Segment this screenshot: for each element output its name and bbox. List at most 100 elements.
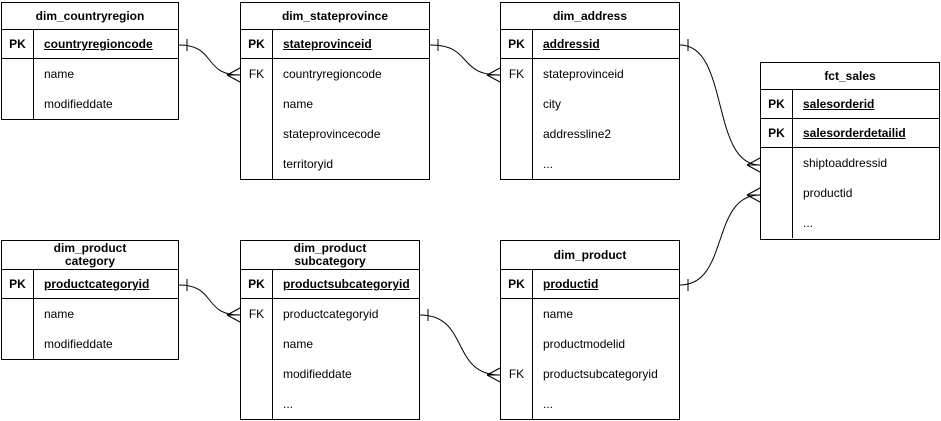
fk-badge: FK: [241, 299, 273, 329]
pk-row-salesorderdetailid[interactable]: PK salesorderdetailid: [761, 119, 939, 148]
pk-badge: PK: [761, 90, 793, 118]
key-cell: [2, 89, 34, 119]
field-row-stateprovincecode[interactable]: stateprovincecode: [241, 119, 429, 149]
key-cell: [241, 149, 273, 179]
table-title-line: subcategory: [294, 254, 366, 268]
table-title-line: fct_sales: [824, 68, 876, 83]
field-row-shiptoaddressid[interactable]: shiptoaddressid: [761, 148, 939, 178]
pk-row-productsubcategoryid[interactable]: PK productsubcategoryid: [241, 270, 419, 299]
field-name: modifieddate: [44, 97, 113, 111]
pk-row-stateprovinceid[interactable]: PK stateprovinceid: [241, 30, 429, 59]
field-row-city[interactable]: city: [501, 89, 679, 119]
field-row-territoryid[interactable]: territoryid: [241, 149, 429, 179]
fk-badge: FK: [501, 59, 533, 89]
field-row-addressline2[interactable]: addressline2: [501, 119, 679, 149]
pk-badge: PK: [501, 30, 533, 58]
field-row-[interactable]: ...: [241, 389, 419, 419]
field-row-productid[interactable]: productid: [761, 178, 939, 208]
relation-line[interactable]: [679, 44, 761, 166]
field-name: ...: [543, 157, 554, 171]
fk-badge: FK: [241, 59, 273, 89]
crows-foot-many-marker: [226, 67, 241, 83]
relation-line[interactable]: [178, 44, 241, 76]
pk-row-productcategoryid[interactable]: PK productcategoryid: [2, 270, 178, 299]
key-cell: [501, 119, 533, 149]
field-name: modifieddate: [283, 367, 352, 381]
field-name: stateprovinceid: [283, 37, 372, 51]
relation-line[interactable]: [429, 44, 501, 76]
crows-foot-many-marker: [486, 367, 501, 383]
field-row-[interactable]: ...: [501, 389, 679, 419]
key-cell: [501, 149, 533, 179]
pk-badge: PK: [241, 270, 273, 298]
relation-dim_stateprovince-to-dim_address[interactable]: [429, 39, 501, 83]
field-name: productsubcategoryid: [283, 277, 410, 291]
table-title-line: dim_address: [552, 8, 628, 23]
field-name: productcategoryid: [44, 277, 150, 291]
crows-foot-many-marker: [486, 67, 501, 83]
field-name: countryregioncode: [44, 37, 153, 51]
relation-line[interactable]: [419, 314, 501, 376]
field-row-modifieddate[interactable]: modifieddate: [241, 359, 419, 389]
field-row-[interactable]: ...: [501, 149, 679, 179]
field-name: modifieddate: [44, 337, 113, 351]
field-row-productcategoryid[interactable]: FK productcategoryid: [241, 299, 419, 329]
key-cell: [241, 89, 273, 119]
pk-badge: PK: [2, 30, 34, 58]
table-title: dim_product: [501, 241, 679, 270]
relation-dim_countryregion-to-dim_stateprovince[interactable]: [178, 39, 241, 83]
relation-dim_product-to-fct_sales[interactable]: [679, 187, 761, 291]
field-row-[interactable]: ...: [761, 208, 939, 238]
pk-badge: PK: [241, 30, 273, 58]
table-title-line: dim_product: [53, 241, 127, 255]
key-cell: [2, 329, 34, 359]
field-row-name[interactable]: name: [241, 89, 429, 119]
field-name: ...: [803, 216, 814, 230]
pk-badge: PK: [2, 270, 34, 298]
field-row-name[interactable]: name: [241, 329, 419, 359]
field-name: productid: [803, 186, 853, 200]
table-title: fct_sales: [761, 63, 939, 90]
key-cell: [761, 208, 793, 238]
relation-dim_address-to-fct_sales[interactable]: [679, 39, 761, 173]
field-row-modifieddate[interactable]: modifieddate: [2, 329, 178, 359]
field-name: productmodelid: [543, 337, 626, 351]
field-row-name[interactable]: name: [2, 299, 178, 329]
key-cell: [761, 178, 793, 208]
field-row-name[interactable]: name: [501, 299, 679, 329]
field-row-name[interactable]: name: [2, 59, 178, 89]
field-name: name: [44, 307, 75, 321]
relation-line[interactable]: [679, 194, 761, 286]
pk-badge: PK: [761, 119, 793, 147]
relation-dim_productsubcategory-to-dim_product[interactable]: [419, 309, 501, 383]
fk-badge: FK: [501, 359, 533, 389]
key-cell: [241, 359, 273, 389]
key-cell: [2, 59, 34, 89]
field-name: stateprovincecode: [283, 127, 381, 141]
relation-dim_productcategory-to-dim_productsubcategory[interactable]: [178, 279, 241, 323]
pk-row-countryregioncode[interactable]: PK countryregioncode: [2, 30, 178, 59]
field-row-modifieddate[interactable]: modifieddate: [2, 89, 178, 119]
relation-line[interactable]: [178, 284, 241, 316]
field-row-productmodelid[interactable]: productmodelid: [501, 329, 679, 359]
key-cell: [761, 148, 793, 178]
key-cell: [501, 299, 533, 329]
table-title: dim_address: [501, 3, 679, 30]
field-name: salesorderdetailid: [803, 126, 906, 140]
field-name: productcategoryid: [283, 307, 379, 321]
